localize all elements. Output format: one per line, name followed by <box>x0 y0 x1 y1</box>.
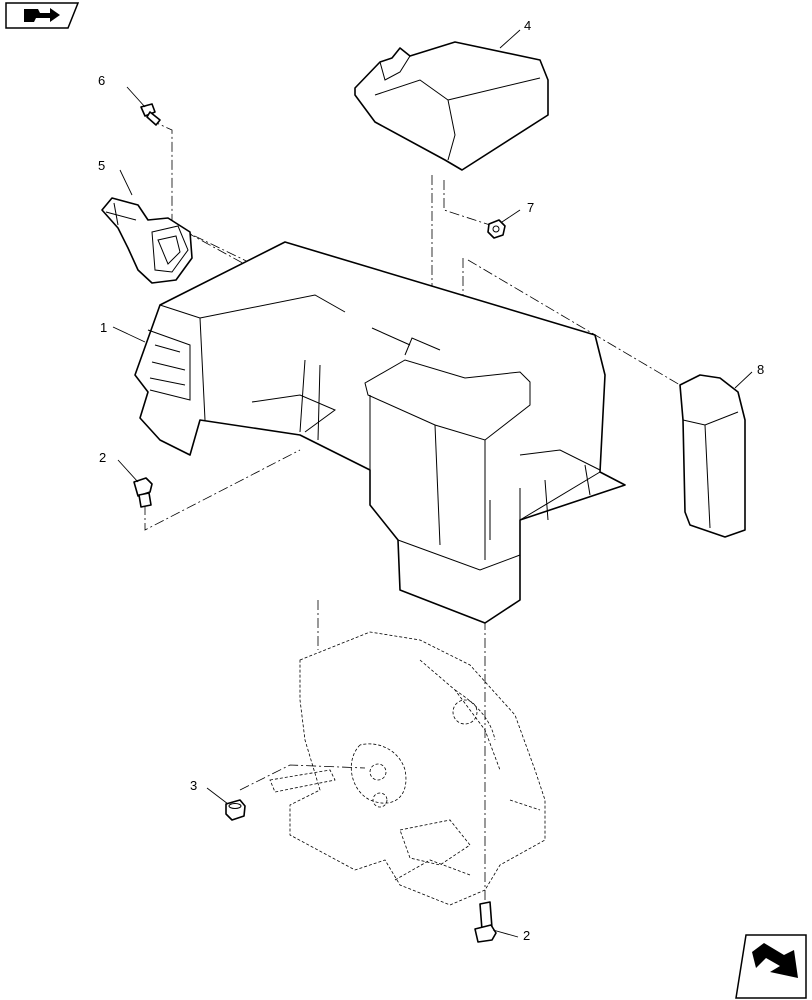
callout-1: 1 <box>100 320 107 335</box>
callout-2-upper: 2 <box>99 450 106 465</box>
part-5-elbow-duct <box>101 197 193 284</box>
callout-3: 3 <box>190 778 197 793</box>
callouts: 6 5 1 2 4 7 8 3 2 <box>98 18 764 943</box>
part-7-nut <box>487 219 506 239</box>
callout-5: 5 <box>98 158 105 173</box>
callout-4: 4 <box>524 18 531 33</box>
ghost-meter-assembly <box>269 631 546 906</box>
callout-6: 6 <box>98 73 105 88</box>
callout-8: 8 <box>757 362 764 377</box>
callout-2-lower: 2 <box>523 928 530 943</box>
forward-nav-icon[interactable] <box>735 934 807 999</box>
callout-7: 7 <box>527 200 534 215</box>
part-6-screw <box>140 103 161 126</box>
part-8-side-panel <box>679 374 746 538</box>
part-2-bolt-upper <box>133 477 153 508</box>
part-1-hopper-housing <box>134 241 626 624</box>
part-4-top-cover <box>354 41 549 171</box>
part-2-bolt-lower <box>474 901 497 943</box>
part-3-grommet <box>225 799 246 821</box>
back-nav-icon[interactable] <box>5 2 80 29</box>
